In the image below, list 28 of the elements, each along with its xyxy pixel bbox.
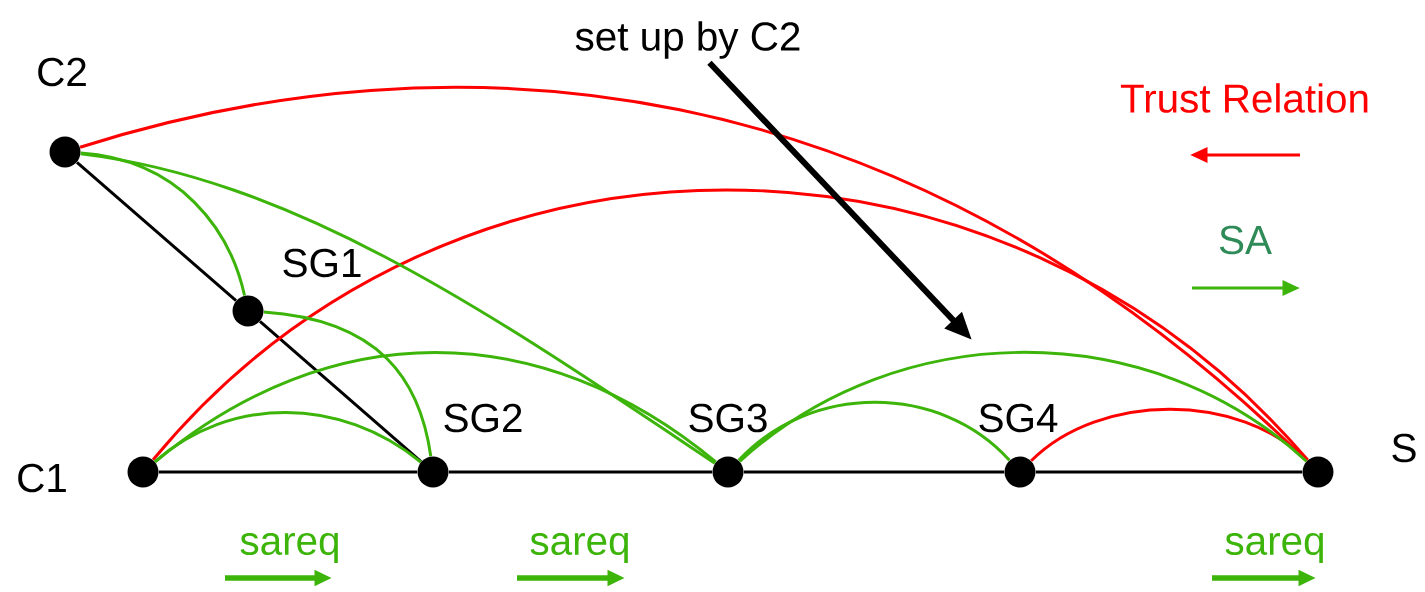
- node-label: SG4: [979, 403, 1058, 433]
- connector-line: [154, 351, 717, 464]
- connector-line: [76, 161, 237, 302]
- node-label: C1: [18, 463, 66, 493]
- connector-line: [80, 152, 716, 465]
- connector-line: [158, 470, 418, 474]
- node-label: S: [1392, 433, 1416, 463]
- connector-line: [154, 410, 422, 464]
- connector-line: [1030, 407, 1308, 462]
- node-label: SG2: [444, 403, 522, 433]
- connector-line: [80, 151, 246, 296]
- legend-label: SA: [1219, 225, 1272, 255]
- connector-line: [738, 350, 1308, 463]
- arrow-label: sareq: [1225, 532, 1323, 564]
- connector-line: [737, 400, 1011, 462]
- arrow-label: sareq: [240, 532, 338, 564]
- node-label: SG1: [283, 248, 361, 278]
- connector-line: [258, 320, 423, 463]
- connector-line: [743, 470, 1005, 474]
- node-label: SG3: [689, 403, 767, 433]
- connector-line: [1035, 470, 1303, 474]
- annotation-text: set up by C2: [575, 21, 800, 59]
- connector-line: [263, 310, 433, 457]
- arrow-label: sareq: [530, 532, 628, 564]
- node-label: C2: [38, 57, 86, 87]
- connector-line: [152, 188, 1309, 461]
- legend-label: Trust Relation: [1120, 83, 1368, 113]
- connector-line: [448, 470, 713, 474]
